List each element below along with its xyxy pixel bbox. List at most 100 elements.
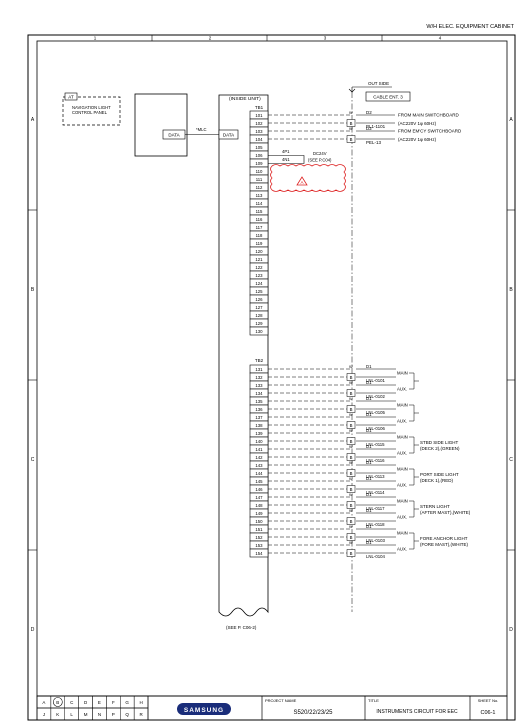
project-label: PROJECT NAME (265, 698, 297, 703)
wire-color-w-label: W (349, 444, 353, 449)
cable-number: LNL-0103 (366, 538, 385, 543)
cable-ent-label: CABLE ENT. 3 (373, 95, 403, 100)
rev-letter: G (125, 700, 129, 705)
cable-number: LNL-0113 (366, 474, 385, 479)
cable-number: LNL-0116 (366, 458, 385, 463)
wire-color-w-label: W (349, 508, 353, 513)
col-label-1: 1 (94, 36, 97, 41)
cable-type: D1 (366, 540, 372, 545)
row-label-b-left: B (31, 287, 35, 293)
cable-number: LNL-0102 (366, 394, 385, 399)
cable-type: D1 (366, 412, 372, 417)
nav-panel-label-1: NAVIGATION LIGHT (72, 105, 111, 110)
tb2-label: TB2 (255, 358, 264, 363)
cable-type: D1 (366, 428, 372, 433)
wire-color-w-label: W (349, 476, 353, 481)
terminal-number: 152 (255, 535, 263, 540)
terminal-number: 115 (256, 209, 263, 214)
feed-desc: FROM MAIN SWITCHBOARD (398, 113, 459, 118)
terminal-number: 117 (256, 225, 263, 230)
wire-color-label: B (350, 137, 353, 142)
terminal-number: 136 (255, 407, 263, 412)
rev-letter: R (139, 712, 143, 717)
terminal-number: 105 (255, 145, 263, 150)
circuit-role: MAIN (397, 371, 408, 376)
row-label-c-left: C (31, 457, 35, 463)
col-label-4: 4 (439, 36, 442, 41)
dc-tag-1: 4P1 (282, 149, 290, 154)
wire-color-w-label: W (349, 396, 353, 401)
wire-color-tag (346, 389, 356, 397)
wire-color-w-label: W (349, 110, 353, 115)
circuit-role: AUX. (397, 451, 407, 456)
terminal-number: 146 (255, 487, 263, 492)
wire-color-label: B (350, 471, 353, 476)
wire-color-w-label: W (349, 460, 353, 465)
terminal-number: 132 (255, 375, 263, 380)
terminal-number: 109 (255, 161, 263, 166)
terminal-number: 128 (255, 313, 263, 318)
outer-border (27, 34, 516, 721)
terminal-number: 154 (255, 551, 263, 556)
cable-number: LNL-0105 (366, 410, 385, 415)
light-name: PORT SIDE LIGHT (420, 472, 459, 477)
data-link-label: *MLC (196, 127, 206, 132)
row-label-d-right: D (509, 627, 513, 633)
cable-type: D1 (366, 492, 372, 497)
terminal-number: 141 (255, 447, 263, 452)
terminal-number: 102 (255, 121, 263, 126)
circuit-role: AUX. (397, 483, 407, 488)
wire-color-label: B (350, 423, 353, 428)
terminal-number: 147 (255, 495, 263, 500)
wire-color-w-label: W (349, 380, 353, 385)
cable-number: LNL-0104 (366, 554, 385, 559)
terminal-number: 125 (255, 289, 263, 294)
terminal-number: 153 (255, 543, 263, 548)
cable-number: LNL-0114 (366, 490, 385, 495)
wire-color-tag (346, 135, 356, 143)
terminal-number: 140 (255, 439, 263, 444)
terminal-number: 123 (255, 273, 263, 278)
wire-color-tag (346, 421, 356, 429)
nav-panel-label-2: CONTROL PANEL (72, 110, 108, 115)
dc-label: DC24V (313, 151, 327, 156)
terminal-number: 114 (256, 201, 263, 206)
rev-letter: K (56, 712, 59, 717)
header-title: W/H ELEC. EQUIPMENT CABINET (426, 24, 514, 30)
wire-color-label: B (350, 121, 353, 126)
wire-color-w-label: W (349, 428, 353, 433)
rev-letter: P (112, 712, 115, 717)
terminal-number: 145 (255, 479, 263, 484)
terminal-number: 142 (255, 455, 263, 460)
terminal-number: 120 (255, 249, 263, 254)
terminal-number: 106 (255, 153, 263, 158)
circuit-role: MAIN (397, 435, 408, 440)
row-label-b-right: B (509, 287, 513, 293)
cable-number: LNL-0106 (366, 426, 385, 431)
title-label: TITLE (368, 698, 379, 703)
nav-panel-tag: AT (68, 95, 74, 100)
terminal-number: 131 (255, 367, 263, 372)
rev-letter: H (139, 700, 142, 705)
rev-letter: J (43, 712, 45, 717)
cable-number: PEL-13 (366, 140, 382, 145)
terminal-number: 143 (255, 463, 263, 468)
wire-color-tag (346, 373, 356, 381)
cable-number: LNL-0117 (366, 506, 385, 511)
wire-color-tag (346, 517, 356, 525)
terminal-number: 150 (255, 519, 263, 524)
wire-color-tag (346, 469, 356, 477)
wire-color-label: B (350, 519, 353, 524)
rev-letter: L (70, 712, 73, 717)
wire-color-label: B (350, 407, 353, 412)
cable-number: PL1-1101 (366, 124, 386, 129)
circuit-role: AUX. (397, 419, 407, 424)
wire-color-label: B (350, 391, 353, 396)
inside-unit-outline (218, 94, 269, 617)
revision-mark: A (300, 180, 303, 185)
data-port-left: DATA (168, 133, 179, 138)
terminal-number: 112 (256, 185, 263, 190)
cable-type: D2 (366, 126, 372, 131)
